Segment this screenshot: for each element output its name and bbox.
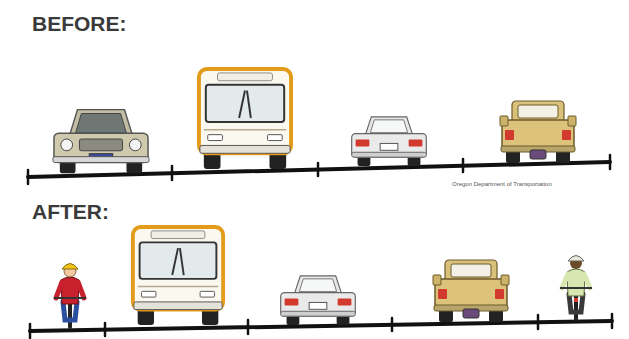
cyclist-front — [54, 264, 86, 330]
section-heading: AFTER: — [32, 200, 109, 224]
bus-front — [133, 227, 223, 325]
after-road — [30, 314, 612, 338]
car-front — [53, 110, 149, 174]
truck-rear — [433, 260, 509, 322]
cyclist-rear — [560, 256, 592, 322]
bus-front — [199, 69, 291, 169]
credit-note: Oregon Department of Transportation — [452, 181, 552, 187]
car-rear — [281, 276, 356, 325]
truck-rear — [500, 101, 576, 163]
car-rear — [352, 117, 427, 166]
section-heading: BEFORE: — [32, 12, 127, 36]
